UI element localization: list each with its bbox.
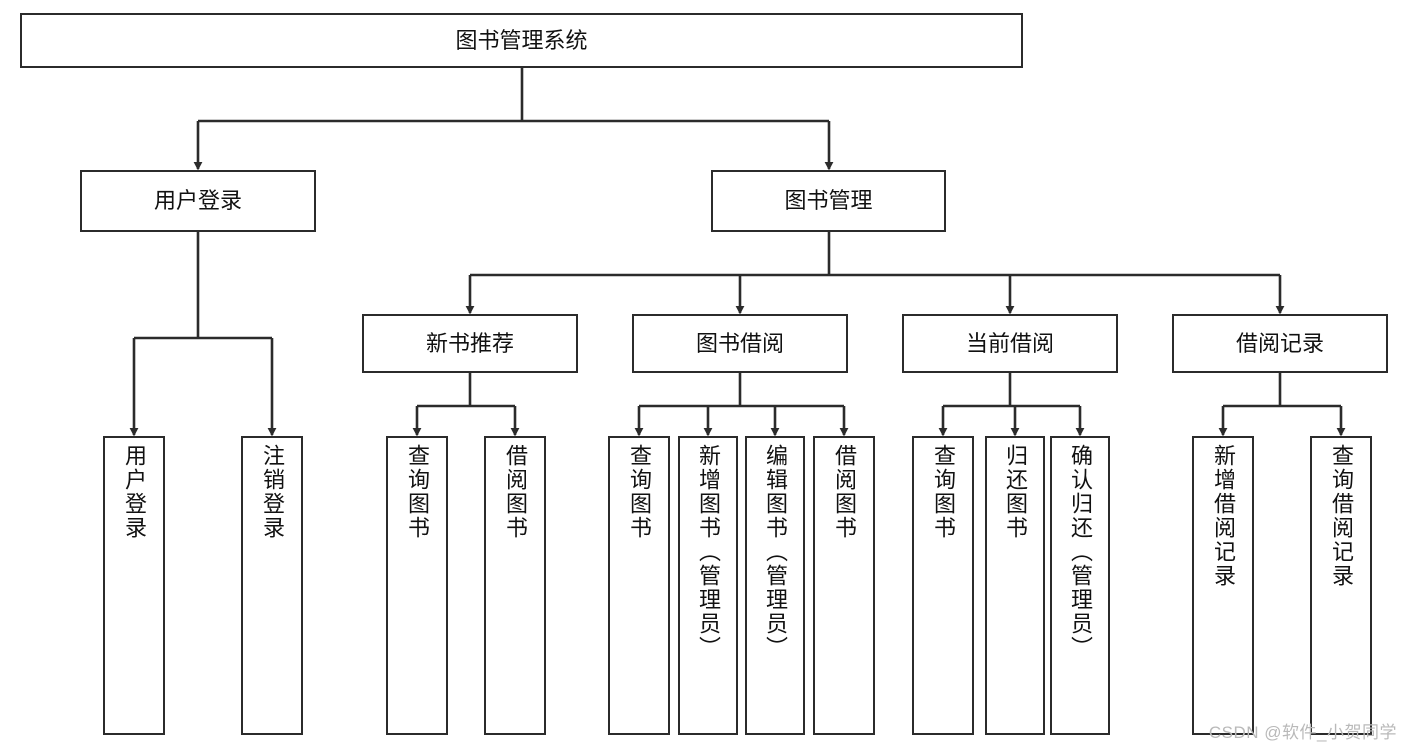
node-leaf-query-book-2-label: 查询图书	[627, 444, 652, 540]
node-leaf-return-book: 归还图书	[985, 436, 1045, 735]
node-borrow-record-label: 借阅记录	[1235, 330, 1324, 356]
node-leaf-user-login: 用户登录	[103, 436, 165, 735]
node-leaf-query-book-3: 查询图书	[912, 436, 974, 735]
node-book-management-label: 图书管理	[784, 188, 873, 214]
node-leaf-query-book-1: 查询图书	[386, 436, 448, 735]
node-leaf-add-book-label: 新增图书（管理员）	[696, 444, 721, 660]
node-root-label: 图书管理系统	[455, 27, 588, 53]
node-user-login: 用户登录	[80, 170, 316, 232]
node-borrow-record: 借阅记录	[1172, 314, 1388, 373]
node-current-borrow-label: 当前借阅	[965, 330, 1054, 356]
node-leaf-query-book-2: 查询图书	[608, 436, 670, 735]
node-leaf-borrow-book-1-label: 借阅图书	[503, 444, 528, 540]
node-leaf-edit-book-label: 编辑图书（管理员）	[763, 444, 788, 660]
node-leaf-query-record-label: 查询借阅记录	[1329, 444, 1354, 588]
node-leaf-query-record: 查询借阅记录	[1310, 436, 1372, 735]
node-leaf-add-record: 新增借阅记录	[1192, 436, 1254, 735]
node-book-borrow: 图书借阅	[632, 314, 848, 373]
node-leaf-logout-label: 注销登录	[260, 444, 285, 540]
node-book-management: 图书管理	[711, 170, 946, 232]
node-leaf-borrow-book-1: 借阅图书	[484, 436, 546, 735]
node-leaf-confirm-return: 确认归还（管理员）	[1050, 436, 1110, 735]
node-leaf-logout: 注销登录	[241, 436, 303, 735]
node-new-book-recommend-label: 新书推荐	[425, 330, 514, 356]
node-new-book-recommend: 新书推荐	[362, 314, 578, 373]
node-leaf-borrow-book-2-label: 借阅图书	[832, 444, 857, 540]
node-root: 图书管理系统	[20, 13, 1023, 68]
node-leaf-query-book-1-label: 查询图书	[405, 444, 430, 540]
node-leaf-user-login-label: 用户登录	[122, 444, 147, 540]
node-current-borrow: 当前借阅	[902, 314, 1118, 373]
node-leaf-add-book: 新增图书（管理员）	[678, 436, 738, 735]
node-leaf-confirm-return-label: 确认归还（管理员）	[1068, 444, 1093, 660]
node-leaf-return-book-label: 归还图书	[1003, 444, 1028, 540]
node-leaf-add-record-label: 新增借阅记录	[1211, 444, 1236, 588]
node-user-login-label: 用户登录	[153, 188, 242, 214]
node-leaf-edit-book: 编辑图书（管理员）	[745, 436, 805, 735]
node-leaf-query-book-3-label: 查询图书	[931, 444, 956, 540]
node-leaf-borrow-book-2: 借阅图书	[813, 436, 875, 735]
node-book-borrow-label: 图书借阅	[695, 330, 784, 356]
